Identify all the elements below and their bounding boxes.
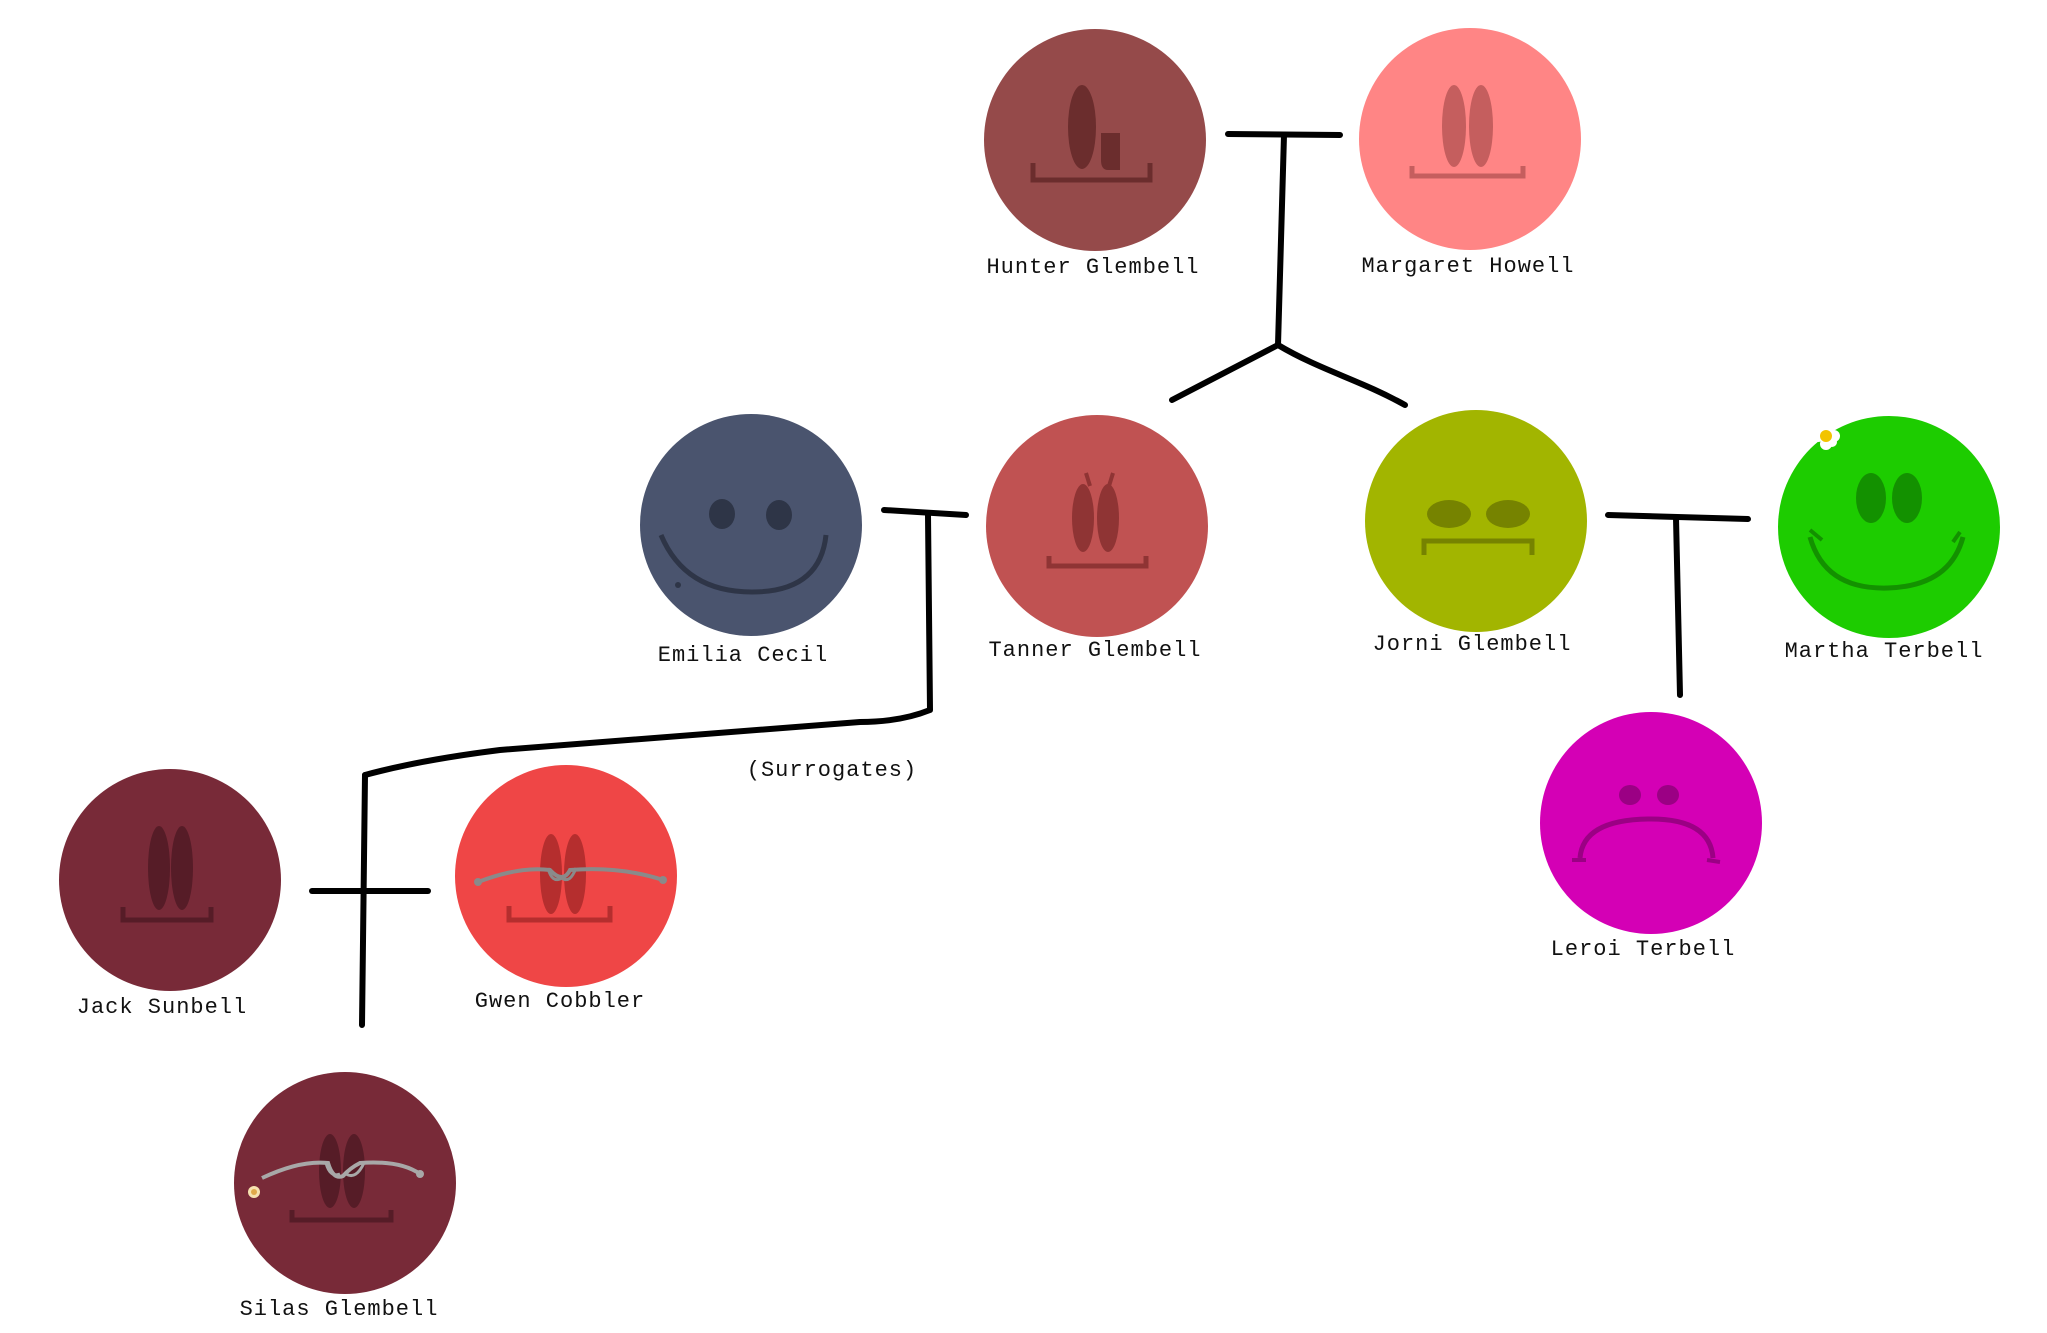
marriage-line-emilia-tanner [881, 507, 969, 518]
person-gwen-cobbler: Gwen Cobbler [455, 765, 677, 1014]
right-eye [1469, 85, 1493, 167]
right-eye [1097, 484, 1119, 552]
daisy-flower-icon [1812, 422, 1840, 450]
right-eye [343, 1134, 365, 1208]
mouth [289, 1210, 394, 1223]
glasses-icon [261, 1160, 424, 1180]
branch-line-to-jorni [1275, 342, 1408, 408]
mouth-corner-left [1808, 528, 1824, 542]
right-eye [766, 500, 792, 530]
right-eye-winking [1101, 133, 1120, 170]
mouth [1409, 166, 1526, 179]
name-label-jack: Jack Sunbell [77, 995, 247, 1020]
name-label-emilia: Emilia Cecil [658, 643, 828, 668]
name-label-jorni: Jorni Glembell [1373, 632, 1572, 657]
mouth [1030, 163, 1153, 183]
person-martha-terbell: Martha Terbell [1778, 416, 2000, 664]
dimple [675, 582, 681, 588]
person-hunter-glembell: Hunter Glembell [984, 29, 1206, 280]
left-eye [1427, 500, 1471, 528]
right-eye [564, 834, 586, 914]
left-eye [709, 499, 735, 529]
descent-line-jack-gwen [359, 772, 368, 1028]
mouth [1046, 556, 1149, 569]
mouth-corner-right [1951, 530, 1962, 544]
name-label-tanner: Tanner Glembell [988, 638, 1201, 663]
name-label-leroi: Leroi Terbell [1551, 937, 1736, 962]
person-silas-glembell: Silas Glembell [234, 1072, 456, 1322]
mouth [1421, 538, 1535, 555]
small-bead-icon [248, 1186, 260, 1198]
left-eye [1619, 785, 1641, 805]
branch-line-to-tanner [1169, 342, 1281, 403]
mouth-smile [658, 534, 829, 595]
mouth [120, 907, 214, 923]
person-emilia-cecil: Emilia Cecil [640, 414, 862, 668]
right-eye [1486, 500, 1530, 528]
left-eye [1072, 484, 1094, 552]
name-label-margaret: Margaret Howell [1361, 254, 1574, 279]
descent-line-jorni-martha [1673, 515, 1683, 698]
person-margaret-howell: Margaret Howell [1359, 28, 1581, 279]
person-leroi-terbell: Leroi Terbell [1540, 712, 1762, 962]
name-label-silas: Silas Glembell [240, 1297, 439, 1322]
connectors [309, 131, 1751, 1028]
surrogates-annotation: (Surrogates) [747, 758, 917, 783]
face-tanner [986, 415, 1208, 637]
mouth [506, 906, 613, 923]
face-leroi [1540, 712, 1762, 934]
mouth-frown [1577, 816, 1716, 859]
left-eye [1442, 85, 1466, 167]
eyebrow-left [1084, 472, 1092, 487]
name-label-gwen: Gwen Cobbler [475, 989, 645, 1014]
face-jack [59, 769, 281, 991]
left-eye [1068, 85, 1096, 169]
mouth-smile [1807, 536, 1966, 591]
descent-line-hunter-margaret [1275, 132, 1287, 348]
left-eye [1856, 473, 1886, 523]
face-martha [1778, 416, 2000, 638]
left-eye [148, 826, 170, 910]
person-tanner-glembell: Tanner Glembell [986, 415, 1208, 663]
right-eye [1892, 473, 1922, 523]
face-jorni [1365, 410, 1587, 632]
right-eye [171, 826, 193, 910]
person-jack-sunbell: Jack Sunbell [59, 769, 281, 1020]
name-label-martha: Martha Terbell [1785, 639, 1984, 664]
eyebrow-right [1107, 472, 1115, 487]
right-eye [1657, 785, 1679, 805]
descent-line-emilia-tanner [362, 512, 933, 778]
glasses-icon [474, 867, 667, 886]
frown-corner-right [1706, 858, 1721, 864]
name-label-hunter: Hunter Glembell [986, 255, 1199, 280]
person-jorni-glembell: Jorni Glembell [1365, 410, 1587, 657]
face-emilia [640, 414, 862, 636]
